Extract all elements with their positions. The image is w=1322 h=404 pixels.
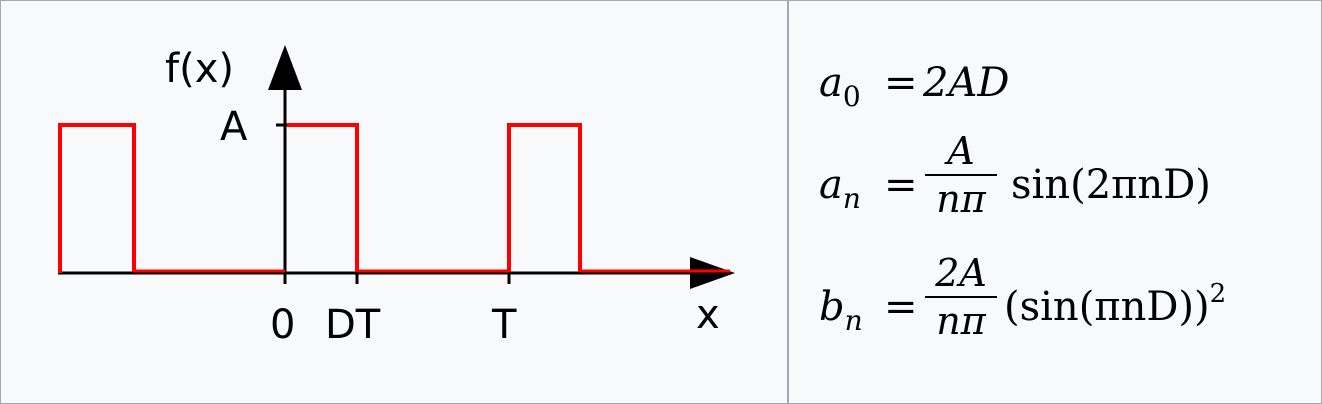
bn-numerator: 2A bbox=[935, 251, 987, 295]
formula-bn-lhs: bn bbox=[819, 284, 863, 337]
an-symbol: a bbox=[819, 162, 843, 208]
bn-fraction-bar bbox=[925, 296, 997, 298]
a0-subscript: 0 bbox=[842, 80, 861, 113]
an-fraction: A nπ bbox=[925, 128, 997, 222]
x-tick-label-0: 0 bbox=[270, 302, 295, 348]
an-numerator: A bbox=[947, 129, 975, 173]
x-tick-label-t: T bbox=[491, 302, 517, 348]
bn-function: (sin(πnD))2 bbox=[1004, 279, 1226, 330]
pulse-current bbox=[287, 123, 359, 272]
formula-a0: a0 bbox=[819, 60, 861, 113]
x-tick-label-dt: DT bbox=[325, 302, 381, 348]
x-axis-label: x bbox=[696, 292, 720, 338]
y-tick-label: A bbox=[220, 104, 248, 150]
formula-an-lhs: an bbox=[819, 162, 861, 215]
plot-svg: f(x) A 0 DT T x bbox=[58, 45, 735, 348]
cell-divider bbox=[787, 0, 789, 404]
formula-panel: a0 = 2AD an = A nπ sin(2πnD) bn = 2A nπ … bbox=[789, 0, 1322, 404]
an-equals: = bbox=[884, 162, 918, 208]
bn-exponent: 2 bbox=[1209, 279, 1227, 309]
a0-equals: = bbox=[884, 60, 918, 106]
an-fraction-bar bbox=[925, 174, 997, 176]
y-axis-arrow-icon bbox=[268, 45, 302, 90]
y-axis-label: f(x) bbox=[165, 46, 234, 92]
an-denominator: nπ bbox=[936, 177, 986, 221]
an-function: sin(2πnD) bbox=[1011, 162, 1211, 208]
bn-denominator: nπ bbox=[936, 299, 986, 343]
square-wave-plot: f(x) A 0 DT T x bbox=[58, 45, 735, 348]
bn-subscript: n bbox=[844, 304, 863, 337]
bn-equals: = bbox=[884, 284, 918, 330]
a0-rhs: 2AD bbox=[923, 60, 1010, 106]
bn-symbol: b bbox=[819, 284, 845, 330]
a0-symbol: a bbox=[819, 60, 843, 106]
pulse-previous bbox=[58, 123, 136, 273]
an-subscript: n bbox=[842, 182, 861, 215]
x-axis-arrow-icon bbox=[690, 257, 735, 289]
pulse-next bbox=[507, 123, 582, 272]
bn-function-text: (sin(πnD)) bbox=[1004, 284, 1210, 330]
bn-fraction: 2A nπ bbox=[925, 250, 997, 344]
